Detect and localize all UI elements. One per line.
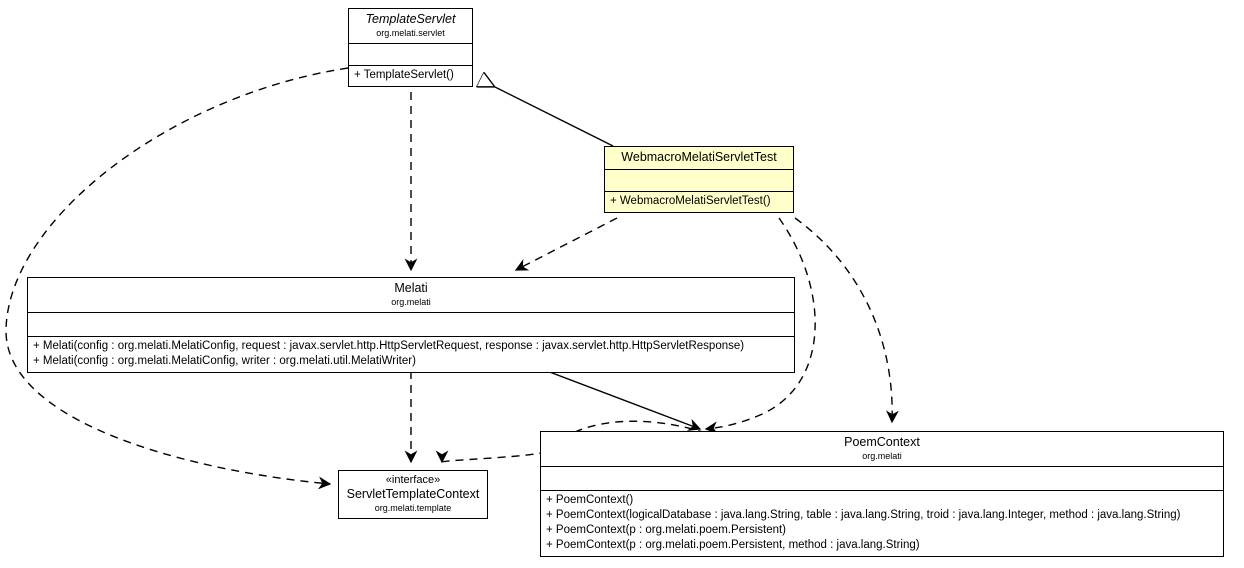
class-header-webmacro-melati-servlet-test: WebmacroMelatiServletTest <box>605 147 793 170</box>
class-attributes-poem-context <box>541 467 1223 491</box>
class-name-servlet-template-context: ServletTemplateContext <box>346 487 480 501</box>
class-name-template-servlet: TemplateServlet <box>365 12 456 26</box>
class-box-poem-context[interactable]: PoemContext org.melati + PoemContext() +… <box>540 431 1224 557</box>
class-operations-webmacro-melati-servlet-test: + WebmacroMelatiServletTest() <box>605 192 793 212</box>
operation-row: + PoemContext(p : org.melati.poem.Persis… <box>546 539 920 551</box>
class-header-melati: Melati org.melati <box>28 278 794 313</box>
class-header-servlet-template-context: «interface» ServletTemplateContext org.m… <box>339 471 487 518</box>
class-package-servlet-template-context: org.melati.template <box>374 503 452 513</box>
edge-dependency-templateservlet-to-servlettemplatecontext <box>5 67 349 490</box>
operation-row: + WebmacroMelatiServletTest() <box>610 195 771 207</box>
class-attributes-template-servlet <box>349 44 472 66</box>
edge-association-melati-to-poemcontext <box>546 370 702 431</box>
class-header-template-servlet: TemplateServlet org.melati.servlet <box>349 9 472 44</box>
class-package-poem-context: org.melati <box>862 451 902 461</box>
edge-dependency-webmacro-to-poemcontext <box>794 217 899 424</box>
edge-generalization-webmacro-to-templateservlet <box>481 80 614 147</box>
edge-dependency-webmacro-to-melati <box>514 217 618 271</box>
class-operations-template-servlet: + TemplateServlet() <box>349 66 472 86</box>
operation-row: + Melati(config : org.melati.MelatiConfi… <box>33 355 416 367</box>
class-box-melati[interactable]: Melati org.melati + Melati(config : org.… <box>27 277 795 373</box>
class-box-template-servlet[interactable]: TemplateServlet org.melati.servlet + Tem… <box>348 8 473 87</box>
class-package-template-servlet: org.melati.servlet <box>376 28 445 38</box>
class-attributes-melati <box>28 313 794 337</box>
class-name-poem-context: PoemContext <box>844 435 920 449</box>
class-package-melati: org.melati <box>391 297 431 307</box>
operation-row: + PoemContext() <box>546 494 634 506</box>
class-box-servlet-template-context[interactable]: «interface» ServletTemplateContext org.m… <box>338 470 488 519</box>
operation-row: + Melati(config : org.melati.MelatiConfi… <box>33 340 745 352</box>
class-stereotype-servlet-template-context: «interface» <box>385 474 441 486</box>
class-header-poem-context: PoemContext org.melati <box>541 432 1223 467</box>
class-operations-poem-context: + PoemContext() + PoemContext(logicalDat… <box>541 491 1223 556</box>
class-box-webmacro-melati-servlet-test[interactable]: WebmacroMelatiServletTest + WebmacroMela… <box>604 146 794 213</box>
class-name-melati: Melati <box>394 281 428 295</box>
operation-row: + TemplateServlet() <box>354 69 454 81</box>
class-attributes-webmacro-melati-servlet-test <box>605 170 793 192</box>
operation-row: + PoemContext(logicalDatabase : java.lan… <box>546 509 1181 521</box>
class-operations-melati: + Melati(config : org.melati.MelatiConfi… <box>28 337 794 372</box>
operation-row: + PoemContext(p : org.melati.poem.Persis… <box>546 524 787 536</box>
class-name-webmacro-melati-servlet-test: WebmacroMelatiServletTest <box>621 150 777 164</box>
